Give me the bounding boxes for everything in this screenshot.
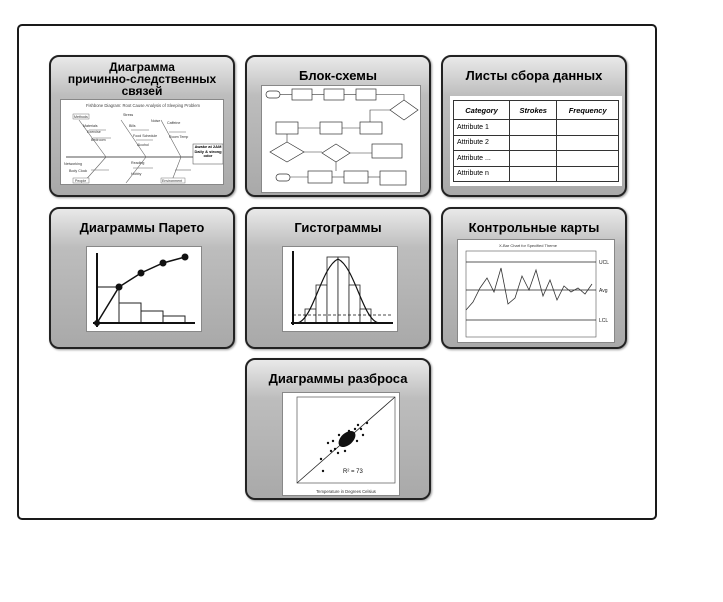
pareto-chart bbox=[93, 253, 195, 327]
fishbone-effect-box: Awake at 2AM Daily & strong odor bbox=[194, 144, 222, 159]
fishbone-label: Methods bbox=[74, 115, 88, 119]
fishbone-label: Stress bbox=[123, 113, 133, 117]
table-row: Attribute ... bbox=[452, 150, 619, 167]
table-row: Attribute 2 bbox=[452, 134, 619, 152]
fishbone-label: Noise bbox=[151, 119, 160, 123]
fishbone-label: People bbox=[75, 179, 86, 183]
flowchart-card[interactable]: Блок-схемы bbox=[245, 55, 431, 197]
checksheet-card[interactable]: Листы сбора данных Category Strokes Freq… bbox=[441, 55, 627, 197]
histogram-title: Гистограммы bbox=[294, 220, 382, 235]
fishbone-panel: Fishbone Diagram: Root Cause Analysis of… bbox=[60, 99, 224, 185]
control-chart-title: Контрольные карты bbox=[468, 220, 600, 235]
scatter-card[interactable]: Диаграммы разброса R² = 73 Temperature i… bbox=[245, 358, 431, 500]
fishbone-inner-title: Fishbone Diagram: Root Cause Analysis of… bbox=[86, 103, 201, 108]
ucl-label: UCL bbox=[599, 260, 609, 266]
fishbone-label: Body Clock bbox=[69, 169, 87, 173]
pareto-title: Диаграммы Парето bbox=[79, 220, 205, 235]
control-chart-card[interactable]: Контрольные карты X-Bar Chart for Specif… bbox=[441, 207, 627, 349]
fishbone-label: Bills bbox=[129, 124, 136, 128]
fishbone-diagram: Fishbone Diagram: Root Cause Analysis of… bbox=[64, 103, 223, 184]
column-header: Strokes bbox=[509, 99, 558, 121]
column-header: Frequency bbox=[556, 99, 619, 121]
flowchart-diagram bbox=[265, 88, 419, 186]
avg-label: Avg bbox=[599, 288, 608, 294]
table-row: Attribute 1 bbox=[452, 119, 619, 136]
scatter-x-label: Temperature in Degrees Celsius bbox=[316, 489, 376, 494]
fishbone-label: Food Schedule bbox=[133, 134, 157, 138]
table-row: Attribute n bbox=[452, 165, 619, 183]
histogram-chart bbox=[291, 251, 393, 325]
fishbone-label: Hobby bbox=[131, 172, 142, 176]
fishbone-label: Networking bbox=[64, 162, 82, 166]
fishbone-label: Bedroom bbox=[91, 138, 106, 142]
checksheet-panel: Category Strokes Frequency Attribute 1 A… bbox=[450, 96, 622, 186]
fishbone-card[interactable]: Диаграмма причинно-следственных связей F… bbox=[49, 55, 235, 197]
flowchart-title: Блок-схемы bbox=[299, 68, 377, 83]
pareto-panel bbox=[86, 246, 202, 332]
check-sheet-table: Category Strokes Frequency Attribute 1 A… bbox=[452, 99, 619, 183]
scatter-panel: R² = 73 Temperature in Degrees Celsius bbox=[282, 392, 400, 496]
control-chart-panel: X-Bar Chart for Specified Theme UCL Avg … bbox=[457, 239, 615, 343]
fishbone-label: Alcohol bbox=[137, 143, 149, 147]
histogram-panel bbox=[282, 246, 398, 332]
fishbone-label: Exercise bbox=[87, 130, 101, 134]
scatter-chart: R² = 73 Temperature in Degrees Celsius bbox=[296, 396, 396, 494]
lcl-label: LCL bbox=[599, 318, 608, 324]
fishbone-title: Диаграмма причинно-следственных связей bbox=[67, 60, 217, 98]
fishbone-label: Materials bbox=[83, 124, 98, 128]
pareto-card[interactable]: Диаграммы Парето bbox=[49, 207, 235, 349]
main-frame: Диаграмма причинно-следственных связей F… bbox=[17, 24, 657, 520]
histogram-card[interactable]: Гистограммы bbox=[245, 207, 431, 349]
fishbone-label: Room Temp bbox=[169, 135, 188, 139]
control-chart-inner-title: X-Bar Chart for Specified Theme bbox=[499, 243, 558, 248]
column-header: Category bbox=[452, 99, 511, 121]
flowchart-panel bbox=[261, 85, 421, 193]
checksheet-title: Листы сбора данных bbox=[465, 68, 603, 83]
fishbone-label: Caffeine bbox=[167, 121, 180, 125]
fishbone-label: Reading bbox=[131, 161, 144, 165]
control-chart: X-Bar Chart for Specified Theme UCL Avg … bbox=[465, 243, 609, 338]
fishbone-label: Environment bbox=[162, 179, 182, 183]
r-squared-label: R² = 73 bbox=[343, 469, 364, 475]
scatter-title: Диаграммы разброса bbox=[268, 371, 408, 386]
